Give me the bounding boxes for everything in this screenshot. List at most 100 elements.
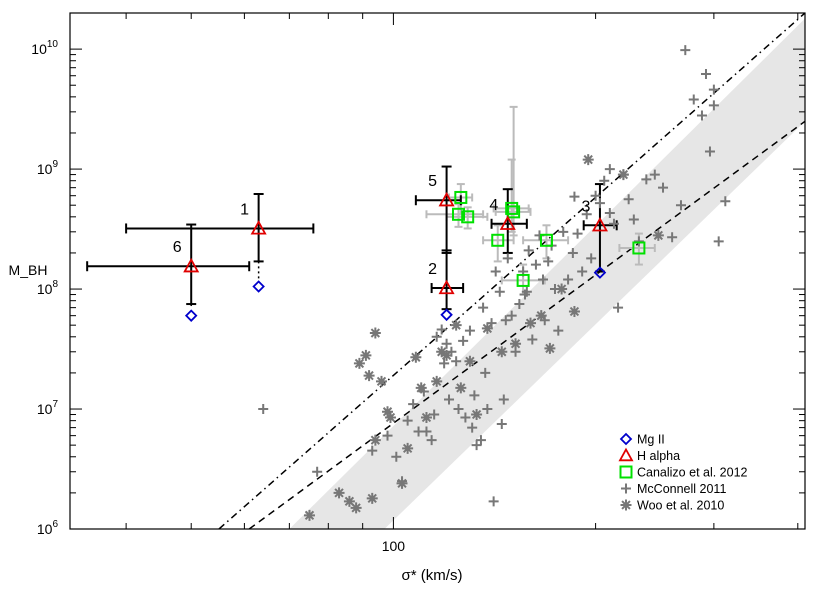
- data-points: [183, 45, 731, 521]
- mcconnell-point: [543, 256, 554, 267]
- mcconnell-point-stroke: [572, 228, 583, 239]
- mcconnell-point: [704, 146, 715, 157]
- mcconnell-point: [460, 412, 471, 423]
- mcconnell-point-stroke: [312, 466, 323, 477]
- mcconnell-point-stroke: [633, 236, 644, 247]
- mcconnell-point: [439, 358, 450, 369]
- mcconnell-point: [506, 310, 517, 321]
- mcconnell-point-stroke: [258, 404, 269, 415]
- mcconnell-point: [590, 190, 601, 201]
- woo-point: [384, 411, 396, 423]
- halpha-point: [499, 215, 516, 230]
- mcconnell-point: [623, 194, 634, 205]
- mcconnell-point-stroke: [441, 338, 452, 349]
- mcconnell-point: [708, 84, 719, 95]
- mcconnell-point: [514, 299, 525, 310]
- y-tick-label: 106: [37, 519, 59, 537]
- mcconnell-point: [482, 404, 493, 415]
- mcconnell-point: [494, 286, 505, 297]
- woo-point: [652, 229, 664, 241]
- mcconnell-point: [577, 266, 588, 277]
- object-label: 4: [489, 197, 498, 214]
- mcconnell-point: [628, 214, 639, 225]
- mcconnell-point-stroke: [494, 286, 505, 297]
- canalizo-point: [461, 210, 475, 224]
- legend-label: Woo et al. 2010: [637, 499, 724, 513]
- mcconnell-point: [500, 315, 511, 326]
- woo-point: [382, 406, 394, 418]
- mcconnell-point: [567, 247, 578, 258]
- x-tick-label: 100: [382, 538, 406, 554]
- mcconnell-point: [441, 338, 452, 349]
- legend-triangle-icon: [618, 447, 634, 462]
- mcconnell-point-stroke: [471, 440, 482, 451]
- scatter-band: [289, 18, 805, 529]
- mcconnell-point: [367, 445, 378, 456]
- relation-lines: [218, 13, 805, 529]
- woo-point: [582, 154, 594, 166]
- canalizo-point: [451, 207, 465, 221]
- woo-point: [350, 502, 362, 514]
- mcconnell-point: [478, 302, 489, 313]
- mcconnell-point-stroke: [439, 358, 450, 369]
- woo-point: [410, 351, 422, 363]
- mcconnell-point-stroke: [514, 299, 525, 310]
- mcconnell-point: [688, 94, 699, 105]
- mcconnell-point-stroke: [604, 208, 615, 219]
- woo-point: [420, 411, 432, 423]
- canalizo-point: [507, 205, 521, 219]
- woo-point: [353, 357, 365, 369]
- woo-point: [481, 322, 493, 334]
- mcconnell-point-stroke: [680, 45, 691, 56]
- woo-point: [402, 442, 414, 454]
- mcconnell-point-stroke: [527, 334, 538, 345]
- object-label: 3: [581, 198, 590, 215]
- woo-point: [510, 338, 522, 350]
- woo-point: [450, 319, 462, 331]
- mcconnell-point: [633, 236, 644, 247]
- mcconnell-point: [599, 175, 610, 186]
- mcconnell-point-stroke: [496, 419, 507, 430]
- woo-point: [556, 283, 568, 295]
- canalizo-point: [632, 241, 646, 255]
- mcconnell-point-stroke: [451, 356, 462, 367]
- mcconnell-point-stroke: [688, 94, 699, 105]
- mcconnell-point: [641, 174, 652, 185]
- legend-diamond-icon: [619, 432, 633, 446]
- mcconnell-point-stroke: [500, 315, 511, 326]
- woo-point: [496, 346, 508, 358]
- plot-frame: [69, 12, 806, 530]
- mcconnell-point: [713, 236, 724, 247]
- object-label: 6: [173, 239, 182, 256]
- mcconnell-point: [594, 198, 605, 209]
- object-label: 1: [240, 201, 249, 218]
- woo-point: [369, 434, 381, 446]
- legend-label: Canalizo et al. 2012: [637, 466, 748, 480]
- mcconnell-point: [604, 208, 615, 219]
- mcconnell-point-stroke: [408, 399, 419, 410]
- mcconnell-point-stroke: [604, 164, 615, 175]
- mcconnell-point: [469, 390, 480, 401]
- mcconnell-point: [613, 302, 624, 313]
- canalizo-point: [516, 273, 530, 287]
- mcconnell-point: [586, 253, 597, 264]
- mcconnell-point: [523, 245, 534, 256]
- mcconnell-point: [408, 399, 419, 410]
- mcconnell-point-stroke: [581, 209, 592, 220]
- mcconnell-point: [498, 394, 509, 405]
- mgii-point: [593, 266, 607, 279]
- mcconnell-point-stroke: [594, 198, 605, 209]
- mcconnell-point-stroke: [475, 435, 486, 446]
- woo-point: [535, 310, 547, 322]
- y-tick-exponent: 7: [52, 399, 58, 410]
- mcconnell-point-stroke: [521, 286, 532, 297]
- mcconnell-point: [667, 232, 678, 243]
- mcconnell-point-stroke: [708, 100, 719, 111]
- mgii-point: [252, 280, 265, 293]
- mcconnell-point-stroke: [720, 196, 731, 207]
- mcconnell-point: [608, 218, 619, 229]
- mcconnell-point: [402, 415, 413, 426]
- mcconnell-point-stroke: [490, 266, 501, 277]
